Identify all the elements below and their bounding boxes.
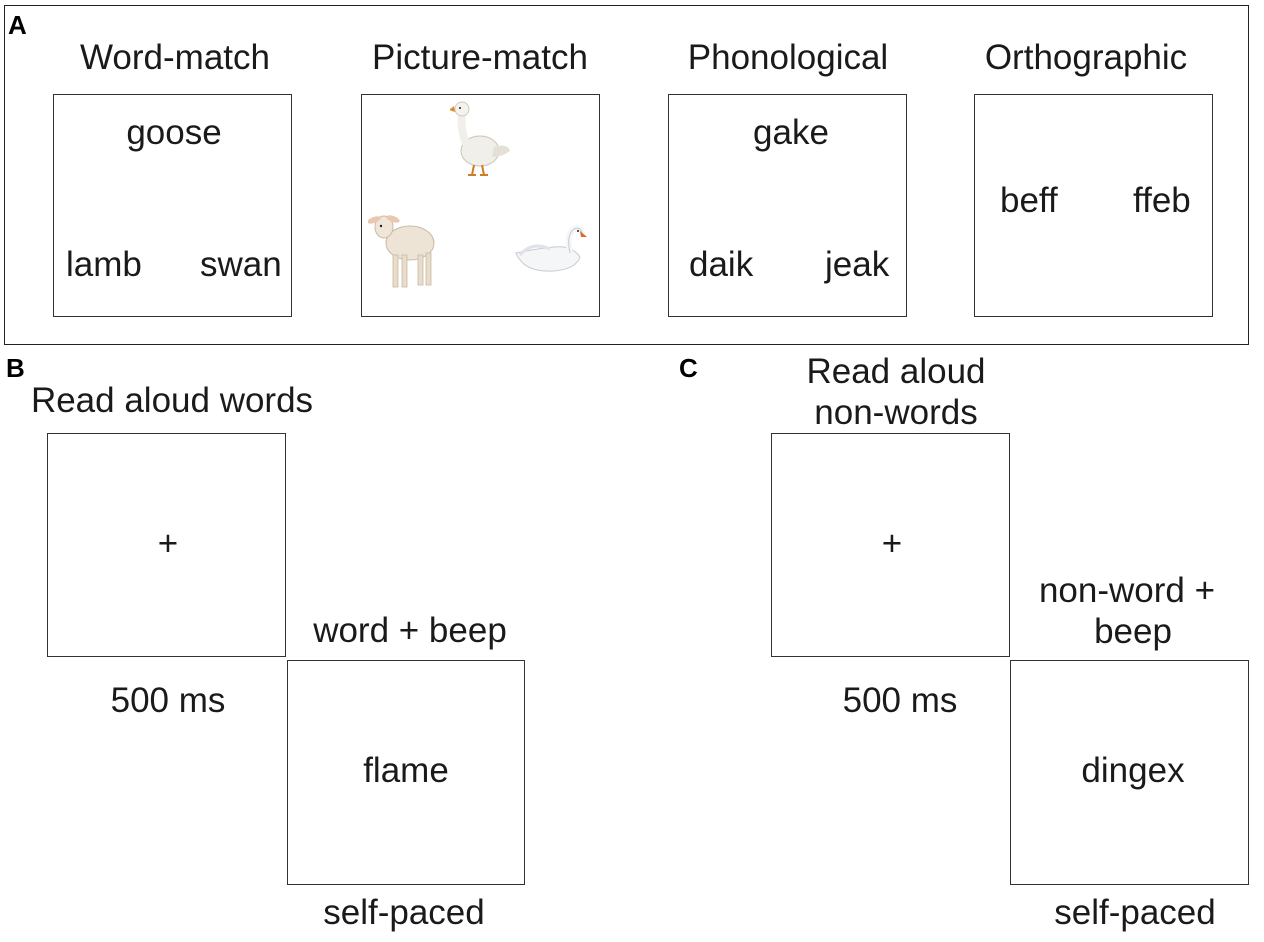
word-match-left-option: lamb — [66, 245, 142, 284]
phonological-left-option: daik — [689, 245, 754, 284]
panel-b-stimulus-duration: self-paced — [323, 893, 485, 932]
panel-c-fixation-cross: + — [881, 524, 903, 563]
picture-match-box — [361, 94, 600, 317]
phonological-target: gake — [753, 113, 829, 152]
word-match-box: goose lamb swan — [53, 94, 292, 317]
orthographic-box: beff ffeb — [974, 94, 1213, 317]
panel-b-title: Read aloud words — [30, 381, 314, 420]
orthographic-left-option: beff — [1000, 181, 1058, 220]
panel-c-title-line1: Read aloud — [806, 352, 986, 391]
panel-b-letter: B — [6, 353, 25, 383]
word-match-target: goose — [126, 113, 222, 152]
panel-b-fixation-cross: + — [157, 524, 179, 563]
panel-c-letter: C — [679, 353, 698, 383]
panel-b-stimulus-box: flame — [287, 660, 525, 885]
orthographic-right-option: ffeb — [1133, 181, 1191, 220]
panel-c-fixation-duration: 500 ms — [842, 681, 958, 720]
orthographic-title: Orthographic — [984, 38, 1188, 77]
word-match-title: Word-match — [80, 38, 270, 77]
picture-match-title: Picture-match — [372, 38, 588, 77]
panel-a-letter: A — [8, 10, 27, 40]
swan-image — [515, 225, 587, 272]
panel-c-fixation-box: + — [771, 433, 1010, 657]
panel-c-stimulus-word: dingex — [1081, 751, 1185, 790]
panel-c-stimulus-label-line1: non-word + — [1038, 571, 1216, 610]
phonological-box: gake daik jeak — [668, 94, 907, 317]
panel-c-stimulus-label-line2: beep — [1094, 612, 1172, 651]
panel-c-stimulus-box: dingex — [1010, 660, 1249, 885]
word-match-right-option: swan — [200, 245, 282, 284]
panel-a-frame — [4, 5, 1249, 345]
goose-image — [450, 101, 510, 176]
panel-b-fixation-box: + — [47, 433, 286, 657]
lamb-image — [368, 215, 435, 288]
panel-b-stimulus-label: word + beep — [313, 611, 507, 650]
panel-b-stimulus-word: flame — [363, 751, 449, 790]
panel-c-stimulus-duration: self-paced — [1054, 893, 1216, 932]
phonological-title: Phonological — [687, 38, 889, 77]
panel-c-title-line2: non-words — [814, 393, 978, 432]
panel-b-fixation-duration: 500 ms — [110, 681, 226, 720]
phonological-right-option: jeak — [825, 245, 890, 284]
